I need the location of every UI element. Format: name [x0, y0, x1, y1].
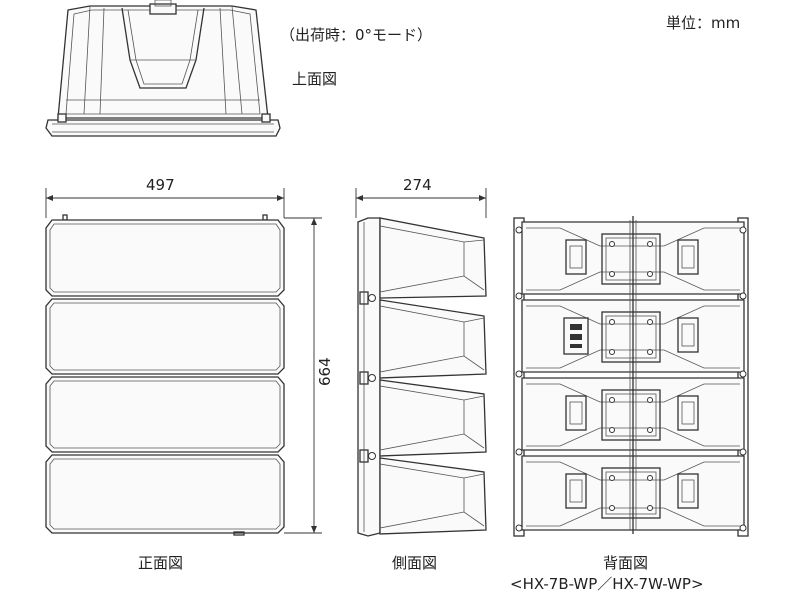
model-label: <HX-7B-WP／HX-7W-WP> — [510, 575, 704, 593]
rear-view-label: 背面図 — [603, 554, 649, 572]
width-dimension-text: 497 — [146, 176, 175, 194]
unit-label: 単位：mm — [666, 14, 741, 32]
front-view-drawing: 497 664 — [45, 176, 334, 536]
mode-label: （出荷時：0°モード） — [280, 26, 433, 44]
height-dimension-text: 664 — [316, 357, 334, 386]
depth-dimension-text: 274 — [403, 176, 432, 194]
front-view-label: 正面図 — [138, 554, 184, 572]
side-view-label: 側面図 — [392, 554, 438, 572]
top-view-label: 上面図 — [292, 70, 338, 88]
side-view-drawing: 274 — [355, 176, 487, 537]
top-view-drawing — [45, 0, 281, 137]
rear-view-drawing — [513, 216, 749, 537]
